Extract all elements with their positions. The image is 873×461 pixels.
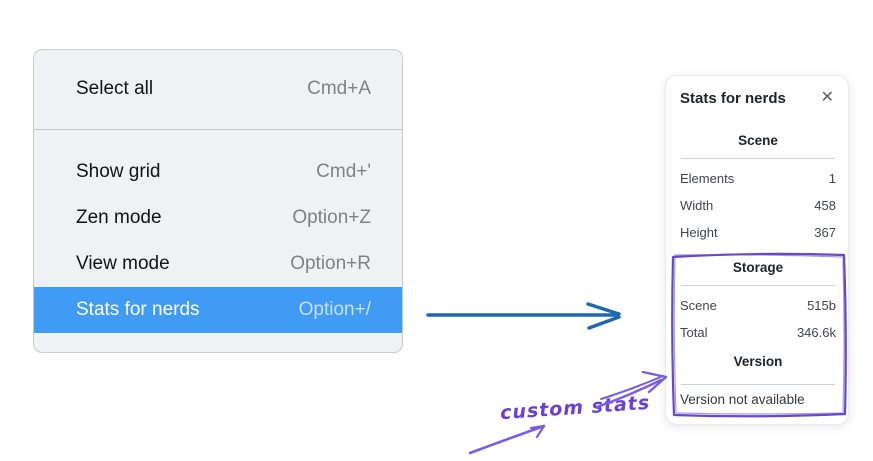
arrow-to-label (468, 424, 546, 455)
menu-item-label: Show grid (76, 161, 161, 182)
blue-arrow (426, 302, 621, 330)
stat-label: Height (680, 225, 718, 240)
section-header-storage: Storage (732, 260, 784, 275)
stat-label: Width (680, 198, 714, 213)
stats-panel-header: Stats for nerds ✕ (680, 88, 836, 108)
stat-value: 367 (814, 225, 836, 240)
menu-item-stats-for-nerds[interactable]: Stats for nerds Option+/ (34, 287, 402, 333)
stats-panel-title: Stats for nerds (680, 89, 786, 107)
stat-label: Scene (680, 298, 717, 313)
stat-value: 515b (807, 298, 836, 313)
menu-item-label: View mode (76, 253, 170, 274)
divider (681, 384, 835, 385)
stat-value: 458 (814, 198, 836, 213)
divider (681, 285, 835, 286)
menu-item-label: Zen mode (76, 207, 162, 228)
menu-item-shortcut: Option+Z (292, 207, 371, 228)
section-header-scene: Scene (738, 133, 778, 148)
divider (681, 158, 835, 159)
menu-item-shortcut: Option+/ (298, 299, 371, 320)
menu-item-view-mode[interactable]: View mode Option+R (34, 241, 402, 287)
stat-row-elements: Elements 1 (680, 165, 836, 192)
stat-value: 346.6k (796, 325, 836, 340)
stat-row-width: Width 458 (680, 192, 836, 219)
menu-item-label: Stats for nerds (76, 299, 200, 320)
menu-item-label: Select all (76, 78, 154, 99)
stats-for-nerds-panel: Stats for nerds ✕ Scene Elements 1 Width… (665, 75, 849, 425)
menu-item-shortcut: Option+R (290, 253, 371, 274)
version-note: Version not available (680, 392, 805, 407)
context-menu-top-group: Select all Cmd+A (34, 50, 402, 130)
stat-row-total-storage: Total 346.6k (680, 319, 836, 346)
menu-item-show-grid[interactable]: Show grid Cmd+' (34, 149, 402, 195)
menu-item-select-all[interactable]: Select all Cmd+A (34, 66, 402, 112)
menu-item-shortcut: Cmd+A (307, 78, 371, 99)
section-header-version: Version (733, 354, 783, 369)
close-icon[interactable]: ✕ (820, 89, 834, 106)
stat-label: Elements (680, 171, 735, 186)
context-menu: Select all Cmd+A Show grid Cmd+' Zen mod… (33, 49, 403, 353)
stat-value: 1 (828, 171, 836, 186)
stat-row-height: Height 367 (680, 219, 836, 246)
custom-stats-annotation-label: custom stats (499, 391, 651, 425)
menu-item-zen-mode[interactable]: Zen mode Option+Z (34, 195, 402, 241)
stat-row-scene-storage: Scene 515b (680, 292, 836, 319)
context-menu-bottom-group: Show grid Cmd+' Zen mode Option+Z View m… (34, 130, 402, 352)
stat-label: Total (680, 325, 708, 340)
menu-item-shortcut: Cmd+' (316, 161, 371, 182)
